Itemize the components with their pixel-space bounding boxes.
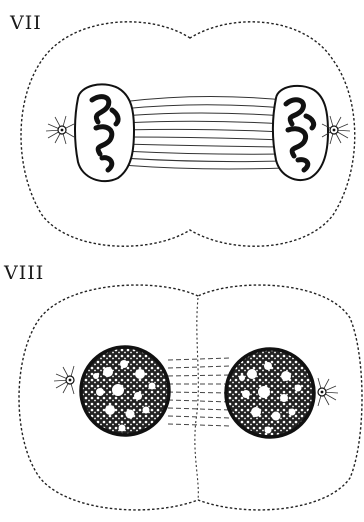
- figure-label-viii: VIII: [4, 262, 44, 284]
- figure-viii: [19, 285, 362, 510]
- centrosome-right-viii: [318, 378, 338, 406]
- centrosome-left-viii: [54, 366, 74, 394]
- daughter-nucleus-right-viii: [226, 349, 314, 437]
- cleavage-furrow-viii: [195, 298, 198, 500]
- centrosome-left-vii: [46, 116, 74, 144]
- daughter-nucleus-left-viii: [81, 347, 169, 435]
- spindle-fibers-vii: [122, 96, 284, 169]
- figure-label-vii: VII: [10, 12, 42, 34]
- figure-vii: [21, 22, 355, 246]
- spindle-remnant-viii: [168, 358, 230, 426]
